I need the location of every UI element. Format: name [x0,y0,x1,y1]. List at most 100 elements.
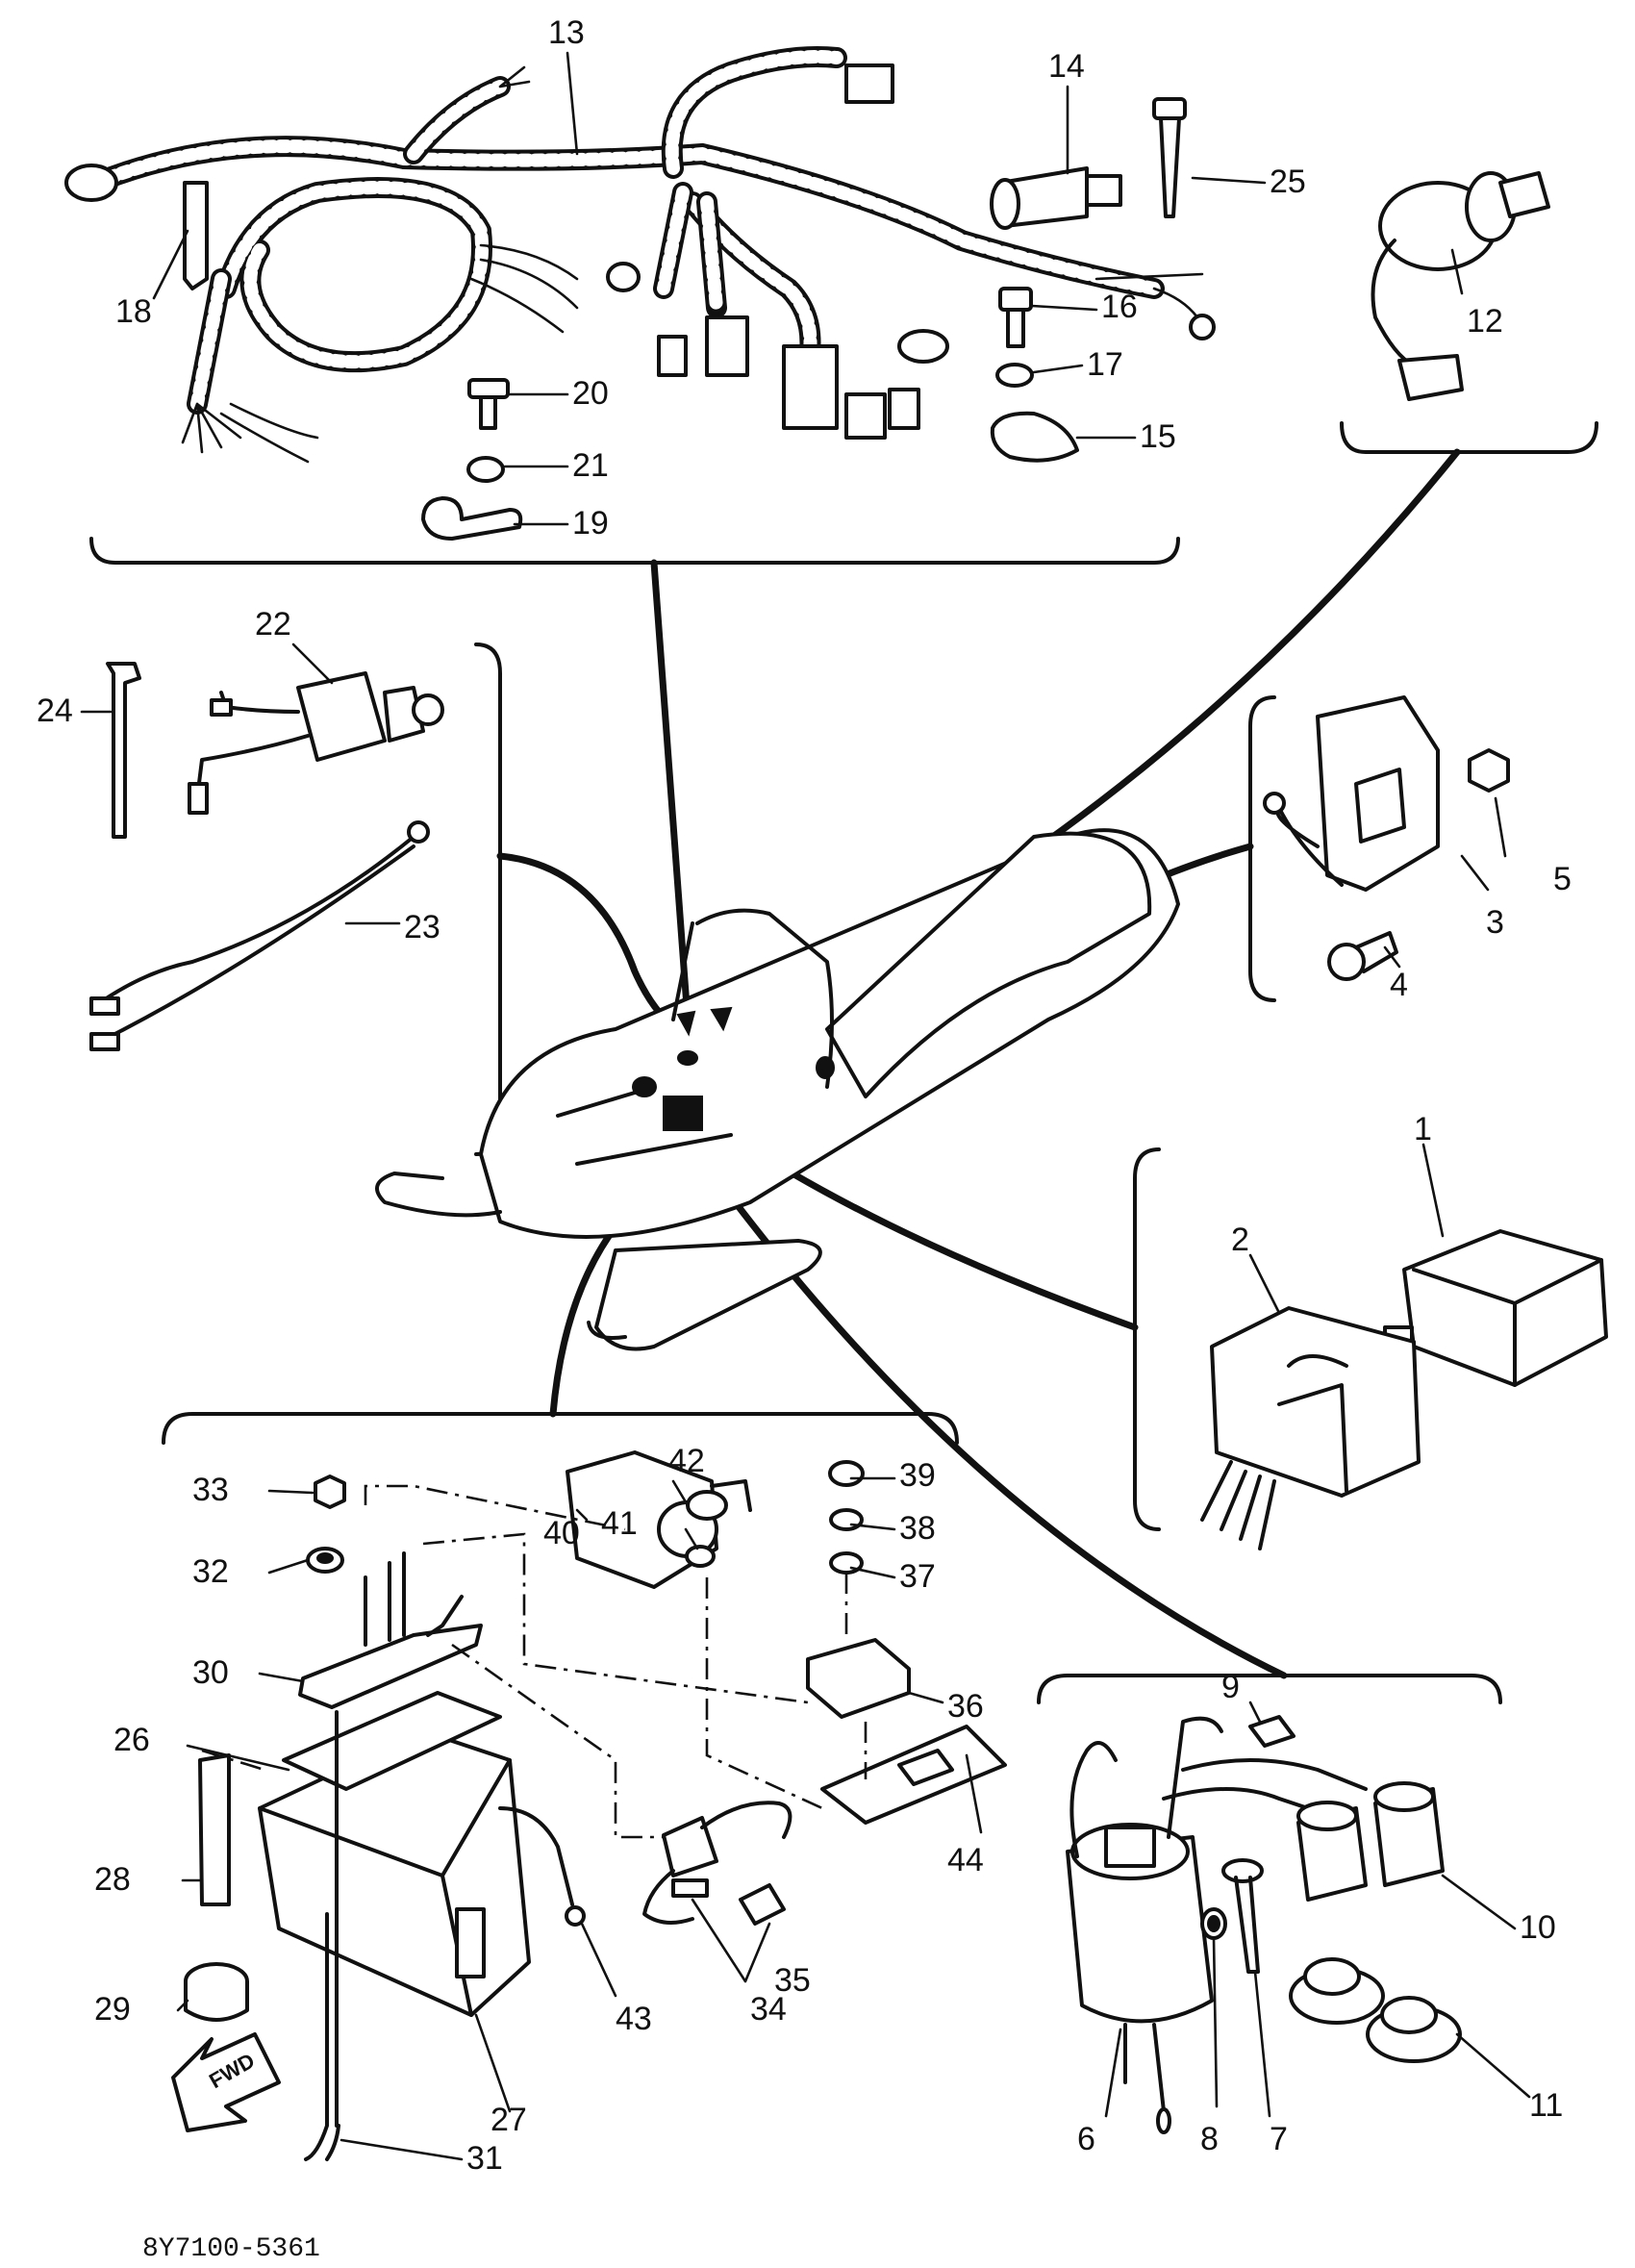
label-part-14: 14 [1048,48,1085,85]
leader-harness [650,559,692,1023]
label-part-18: 18 [115,293,152,330]
washer-part-38 [829,1508,864,1531]
bolt-part-7 [1221,1858,1264,1974]
regulator-part-3 [1263,695,1440,892]
label-part-7: 7 [1270,2121,1288,2157]
bolt-part-4 [1327,931,1398,981]
label-part-30: 30 [192,1654,229,1691]
tube-part-28 [198,1753,231,1906]
label-part-32: 32 [192,1553,229,1590]
washer-part-21 [466,456,505,483]
label-part-42: 42 [668,1443,705,1479]
dash-leader-3 [451,1643,664,1839]
nut-part-39 [828,1460,865,1487]
label-part-9: 9 [1221,1669,1240,1705]
label-part-20: 20 [572,375,609,412]
plate-part-44 [820,1725,1007,1825]
battery-part-27 [258,1729,531,2017]
label-part-2: 2 [1231,1222,1249,1258]
bolt-part-16 [998,287,1033,348]
label-part-29: 29 [94,1991,131,2028]
label-part-8: 8 [1200,2121,1219,2157]
bracket-battery-group [162,1412,959,1445]
label-part-35: 35 [774,1962,811,1999]
label-part-31: 31 [466,2140,503,2177]
washer-part-17 [995,363,1034,388]
label-part-15: 15 [1140,418,1176,455]
nut-part-33 [314,1474,346,1509]
sleeve-part-14 [990,166,1122,230]
dash-leader-1 [364,1484,626,1531]
label-part-41: 41 [601,1505,638,1542]
leader-coil [689,1141,1288,1679]
screw-part-25 [1152,97,1187,218]
label-part-6: 6 [1077,2121,1095,2157]
key-switch-part-12 [1371,171,1550,401]
cdi-unit-part-2 [1200,1306,1421,1550]
dash-leader-4 [705,1577,823,1810]
clip-part-9 [1248,1715,1295,1748]
drawing-code: 8Y7100-5361 [142,2234,320,2264]
ignition-coil-part-6 [1066,1716,1223,2134]
part-number-labels: 1 2 3 4 5 6 7 8 9 10 11 12 13 14 15 16 1… [37,14,1572,2264]
label-part-26: 26 [113,1722,150,1758]
clamp-part-19 [421,496,523,541]
wiring-harness-part-13 [64,46,1216,464]
washer-part-32 [306,1547,344,1574]
cable-part-43 [498,1806,586,1927]
label-part-17: 17 [1087,346,1123,383]
label-part-19: 19 [572,505,609,542]
fuse-part-35 [739,1883,786,1926]
label-part-10: 10 [1520,1909,1556,1946]
label-part-5: 5 [1553,861,1572,897]
label-part-24: 24 [37,693,73,729]
label-part-23: 23 [404,909,440,945]
caps-part-11 [1289,1957,1462,2063]
label-part-33: 33 [192,1472,229,1508]
washer-part-41 [685,1545,716,1568]
label-part-37: 37 [899,1558,936,1595]
label-part-44: 44 [947,1842,984,1878]
spark-plug-caps-part-10 [1162,1758,1445,1902]
bracket-harness-group [89,537,1180,565]
label-part-39: 39 [899,1457,936,1494]
washer-part-8 [1200,1907,1227,1940]
bolt-part-20 [467,378,510,430]
wire-part-23 [89,820,430,1051]
rod-part-31 [304,1710,340,2161]
label-part-11: 11 [1529,2087,1563,2124]
label-part-21: 21 [572,447,609,484]
number-leaders [80,51,1531,2161]
bracket-regulator-group [1248,695,1276,1002]
fuse-holder-part-34 [642,1801,792,1925]
label-part-43: 43 [616,2001,652,2037]
label-part-4: 4 [1390,967,1408,1003]
clip-part-15 [990,411,1079,463]
label-part-36: 36 [947,1688,984,1725]
label-part-34: 34 [750,1991,787,2028]
bracket-coil-group [1037,1674,1502,1704]
fwd-arrow: FWD [171,2032,281,2132]
tie-part-24 [106,662,141,839]
nut-part-42 [686,1490,728,1521]
relay-part-40 [566,1450,752,1589]
label-part-22: 22 [255,606,291,643]
label-part-13: 13 [548,14,585,51]
nut-part-5 [1468,748,1510,793]
label-part-40: 40 [543,1515,580,1551]
clip-part-18 [183,181,209,290]
dash-leader-7 [201,1749,265,1772]
bracket-part-30 [298,1551,483,1709]
dash-leader-2 [422,1532,809,1704]
snowmobile-body [375,828,1180,1351]
bracket-left-group [474,643,502,1156]
cdi-bracket-part-1 [1383,1229,1608,1387]
label-part-3: 3 [1486,904,1504,941]
cap-part-29 [184,1962,249,2022]
label-part-25: 25 [1270,164,1306,200]
label-part-1: 1 [1414,1111,1432,1147]
label-part-27: 27 [490,2102,527,2138]
connector-part-36 [806,1638,911,1719]
bracket-switch-group [1340,421,1598,454]
